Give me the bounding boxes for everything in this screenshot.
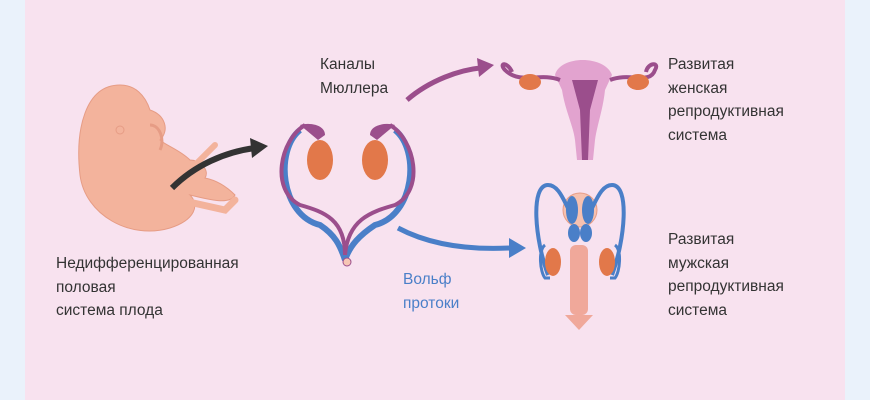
label-line: система [668, 301, 727, 319]
label-line: Вольф [403, 271, 452, 288]
arrow-to-female [405, 65, 481, 102]
arrow-to-male-head [509, 238, 526, 258]
mullerian-ducts-label: Каналы Мюллера [320, 53, 388, 100]
fetus-illustration [78, 84, 239, 232]
male-system-label: Развитая мужская репродуктивная система [668, 228, 784, 322]
wolffian-ducts-label: Вольф протоки [403, 268, 459, 315]
label-line: система [668, 126, 727, 144]
male-system-illustration [534, 182, 626, 330]
label-line: репродуктивная [668, 103, 784, 120]
label-line: Развитая [668, 56, 735, 73]
label-line: мужская [668, 254, 730, 272]
label-line: половая [56, 278, 116, 296]
label-line: репродуктивная [668, 278, 784, 295]
arrow-to-female-head [477, 58, 494, 77]
label-line: система плода [56, 302, 163, 319]
label-line: протоки [403, 294, 460, 312]
label-line: Развитая [668, 231, 735, 248]
label-line: женская [668, 79, 728, 97]
arrow-to-male [396, 225, 511, 251]
arrow-to-ducts-head [250, 138, 268, 158]
arrow-to-ducts [169, 145, 256, 191]
label-line: Недифференцированная [56, 255, 239, 272]
fetus-system-label: Недифференцированная половая система пло… [56, 252, 239, 323]
genital-ducts-illustration [279, 123, 416, 267]
label-line: Мюллера [320, 79, 389, 97]
label-line: Каналы [320, 56, 376, 73]
female-system-illustration [500, 60, 659, 160]
female-system-label: Развитая женская репродуктивная система [668, 53, 784, 147]
